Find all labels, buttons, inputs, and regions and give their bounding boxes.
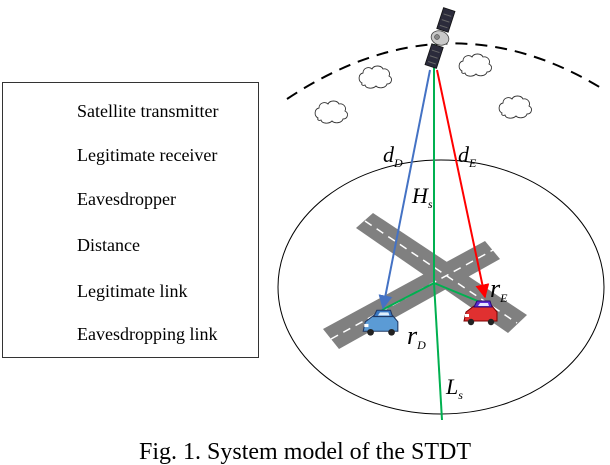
legend-label-distance: Distance <box>77 235 140 255</box>
legend-label-eavesdropper: Eavesdropper <box>77 189 176 209</box>
legend-label-receiver: Legitimate receiver <box>77 145 218 165</box>
label-dD: dD <box>383 142 403 170</box>
legend-label-satellite: Satellite transmitter <box>77 101 219 121</box>
figure-caption: Fig. 1. System model of the STDT <box>139 439 471 465</box>
label-Hs: Hs <box>412 183 433 211</box>
label-Ls: Ls <box>446 374 463 402</box>
rE-line <box>433 282 481 303</box>
diagram-svg <box>22 7 607 421</box>
cloud-icon <box>358 65 392 89</box>
diagram-stage: Satellite transmitter Legitimate receive… <box>2 7 607 464</box>
ground-distance-line <box>433 282 443 421</box>
legend-label-legitimate-link: Legitimate link <box>77 281 188 301</box>
label-rD: rD <box>407 321 426 352</box>
cloud-icon <box>458 53 492 77</box>
label-dE: dE <box>458 142 477 170</box>
legitimate-link-arrow <box>378 69 431 310</box>
cloud-icon <box>314 100 348 124</box>
label-rE: rE <box>490 274 508 305</box>
legend-label-eavesdropping-link: Eavesdropping link <box>77 324 218 344</box>
cloud-icon <box>498 95 532 119</box>
eavesdropping-link-arrow <box>436 69 490 299</box>
satellite-icon <box>424 7 456 69</box>
legend <box>2 82 259 358</box>
earth-arc <box>286 42 607 100</box>
